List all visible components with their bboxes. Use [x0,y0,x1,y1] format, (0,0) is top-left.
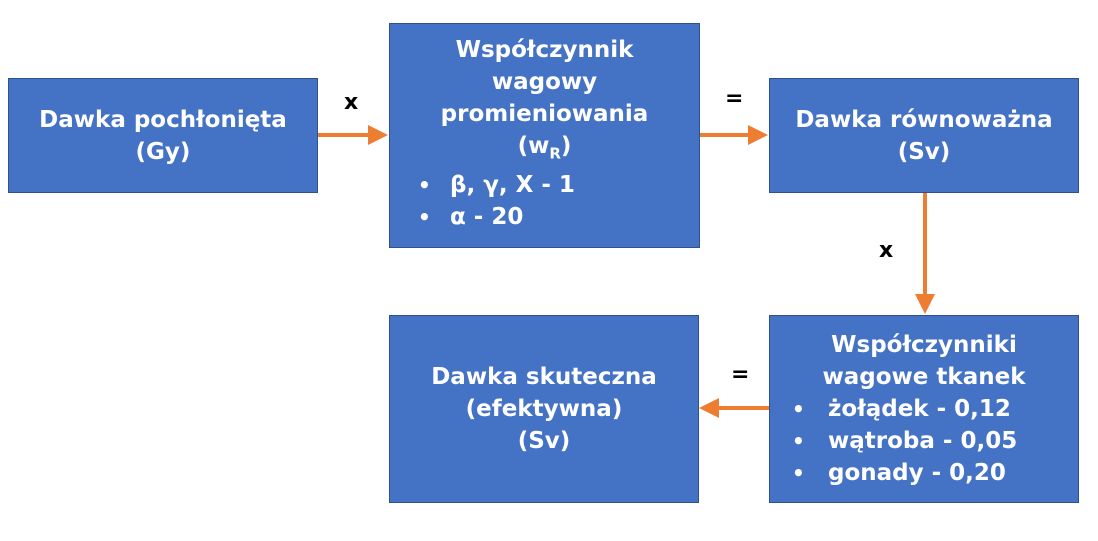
multiply-operator-2: x [879,238,894,263]
effective-dose-title: Dawka skuteczna [431,364,657,390]
radiation-weighting-box: Współczynnik wagowy promieniowania (wR) … [389,23,700,248]
symbol-subscript: R [549,144,561,163]
effective-dose-unit: (Sv) [517,428,571,454]
tissue-weighting-line2: wagowe tkanek [822,364,1026,390]
bullet-dot-icon: • [792,397,805,421]
tissue-weighting-line1: Współczynniki [831,332,1017,358]
bullet-dot-icon: • [418,205,431,230]
radiation-weighting-symbol: (wR) [518,130,572,170]
equals-operator-1: = [725,86,744,111]
effective-dose-subtitle: (efektywna) [465,396,623,422]
equivalent-dose-unit: (Sv) [897,138,951,165]
bullet-text: gonady - 0,20 [828,460,1006,486]
equals-operator-2: = [731,362,750,387]
tissue-weighting-bullets: • żołądek - 0,12 • wątroba - 0,05 • gonady … [770,393,1078,489]
absorbed-dose-unit: (Gy) [135,138,191,165]
bullet-item: • α - 20 [390,201,699,233]
bullet-text: α - 20 [450,204,524,231]
bullet-text: wątroba - 0,05 [828,428,1018,454]
symbol-close: ) [560,132,572,159]
radiation-weighting-line1: Współczynnik [455,36,634,63]
absorbed-dose-title: Dawka pochłonięta [39,106,287,133]
radiation-weighting-bullets: • β, γ, X - 1 • α - 20 [390,169,699,233]
bullet-text: żołądek - 0,12 [828,396,1011,422]
multiply-operator-1: x [344,90,359,115]
bullet-dot-icon: • [792,461,805,485]
radiation-weighting-line2: wagowy [491,68,598,95]
bullet-text: β, γ, X - 1 [450,172,575,199]
bullet-item: • gonady - 0,20 [770,457,1078,489]
symbol-w: (w [517,132,550,159]
tissue-weighting-box: Współczynniki wagowe tkanek • żołądek - 0… [769,315,1079,503]
absorbed-dose-box: Dawka pochłonięta (Gy) [8,78,318,193]
bullet-dot-icon: • [418,173,431,198]
radiation-weighting-line3: promieniowania [440,100,649,127]
bullet-item: • żołądek - 0,12 [770,393,1078,425]
bullet-item: • β, γ, X - 1 [390,169,699,201]
equivalent-dose-box: Dawka równoważna (Sv) [769,78,1079,193]
equivalent-dose-title: Dawka równoważna [795,106,1053,133]
bullet-dot-icon: • [792,429,805,453]
bullet-item: • wątroba - 0,05 [770,425,1078,457]
effective-dose-box: Dawka skuteczna (efektywna) (Sv) [389,315,699,503]
